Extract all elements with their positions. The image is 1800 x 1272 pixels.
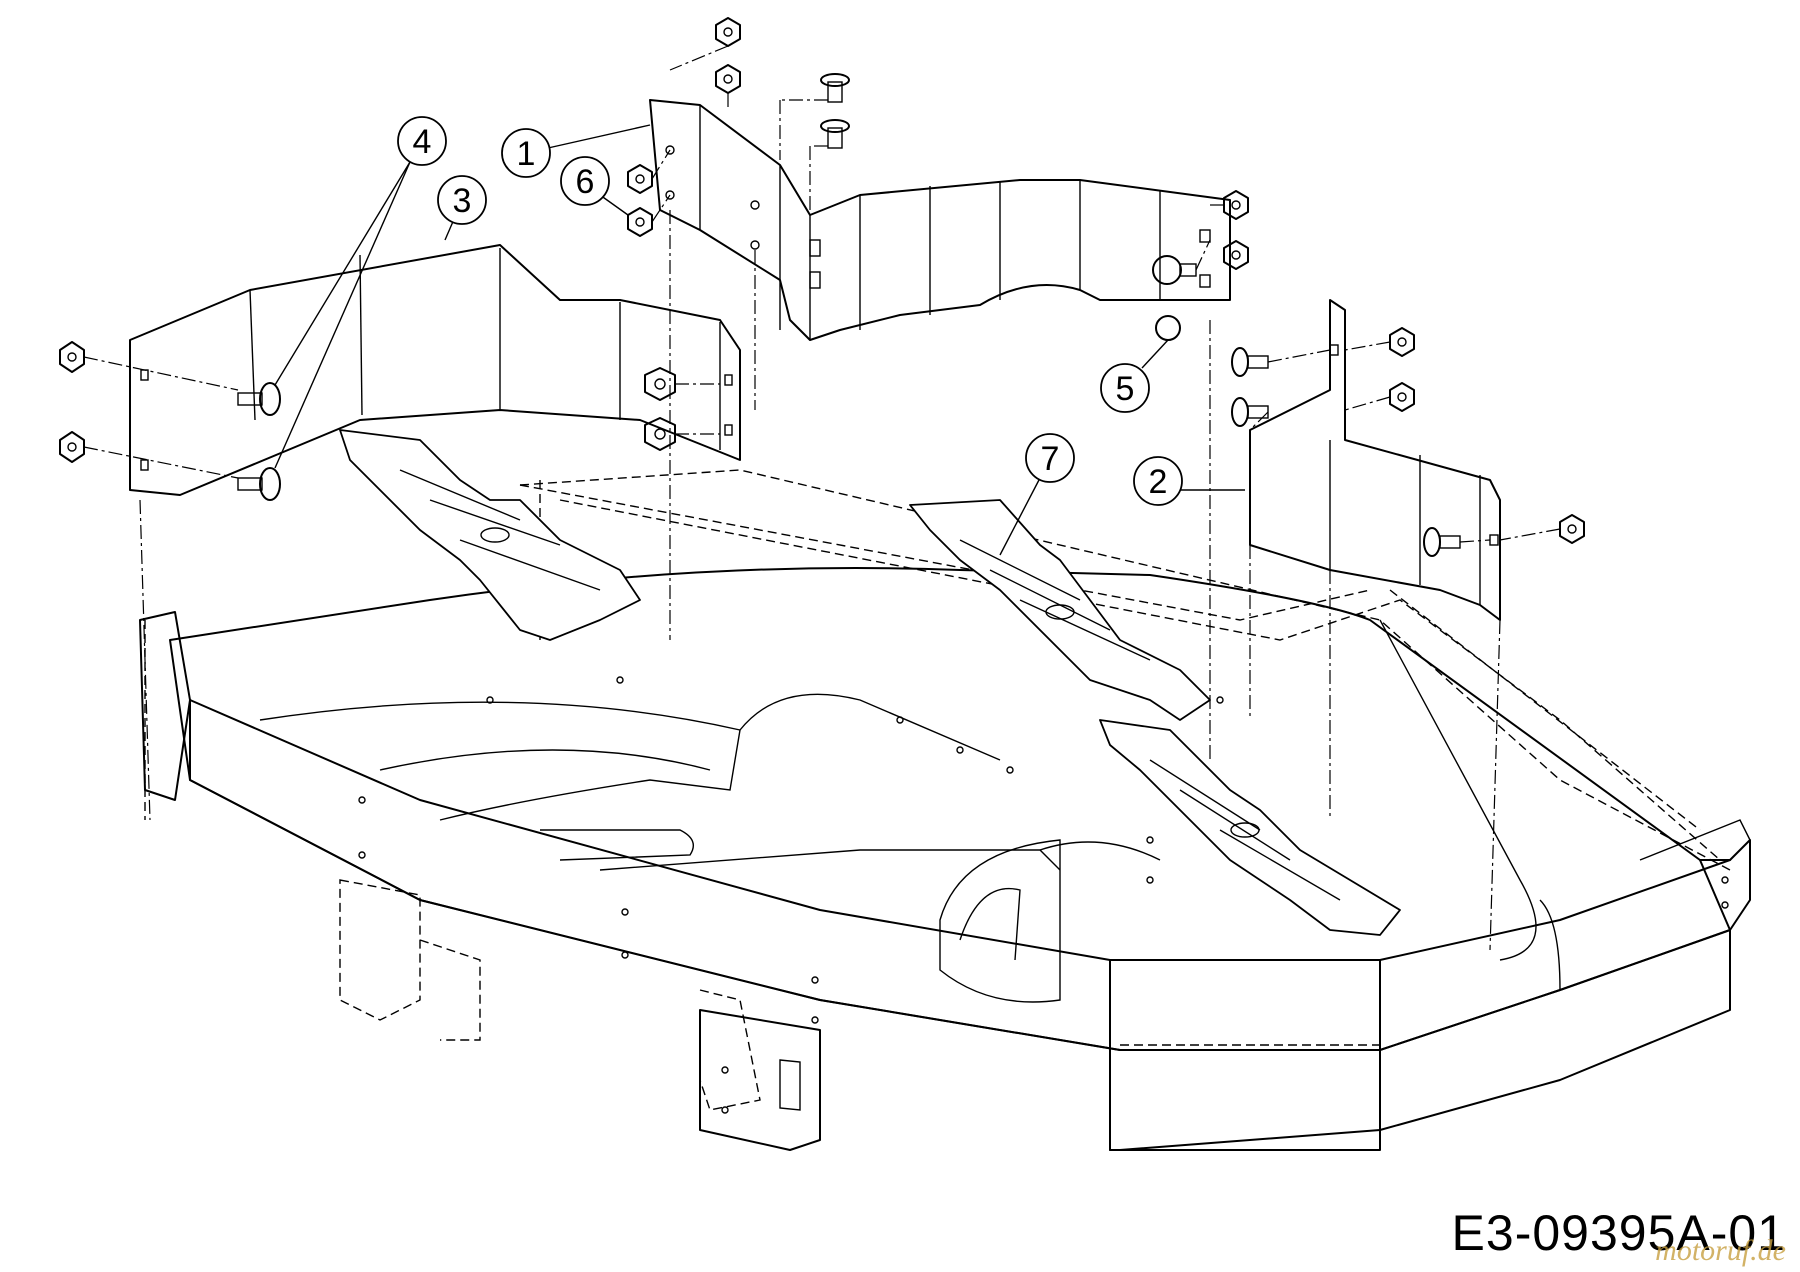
rear-baffle-part-1 (649, 99, 1231, 341)
callout-6-label: 6 (576, 163, 595, 201)
mower-blade-left (339, 429, 641, 641)
callout-7-label: 7 (1041, 440, 1060, 478)
callout-1-label: 1 (517, 135, 536, 173)
bolt-part-4-lower (237, 467, 281, 501)
left-hanger-bracket (339, 879, 821, 1151)
callout-3: 3 (437, 175, 487, 241)
assembly-guide-lines (83, 45, 1561, 951)
callout-4-label: 4 (413, 123, 432, 161)
flange-nuts (59, 17, 1585, 544)
callout-5: 5 (1100, 339, 1169, 413)
callout-5-label: 5 (1116, 370, 1135, 408)
right-baffle-part-2 (1249, 299, 1501, 621)
watermark-logo: motoruf.de (1655, 1234, 1786, 1267)
left-baffle-part-3 (129, 244, 741, 496)
nut-part-6-upper (627, 164, 653, 194)
callout-2-label: 2 (1149, 463, 1168, 501)
bolt-part-4-upper (237, 382, 281, 416)
mower-deck-housing (139, 469, 1751, 1151)
deck-mounting-holes (358, 676, 1729, 1024)
callout-4: 4 (274, 116, 447, 469)
mower-blade-center (909, 499, 1211, 721)
callout-6: 6 (560, 156, 629, 216)
nut-part-6-lower (627, 207, 653, 237)
carriage-bolts (237, 73, 1461, 557)
drawing-code: E3-09395A-01 (1451, 1205, 1786, 1261)
mower-blade-right (1099, 719, 1401, 936)
callout-7: 7 (999, 433, 1075, 556)
callout-1: 1 (501, 124, 651, 178)
callout-2: 2 (1133, 456, 1245, 506)
callout-3-label: 3 (453, 182, 472, 220)
